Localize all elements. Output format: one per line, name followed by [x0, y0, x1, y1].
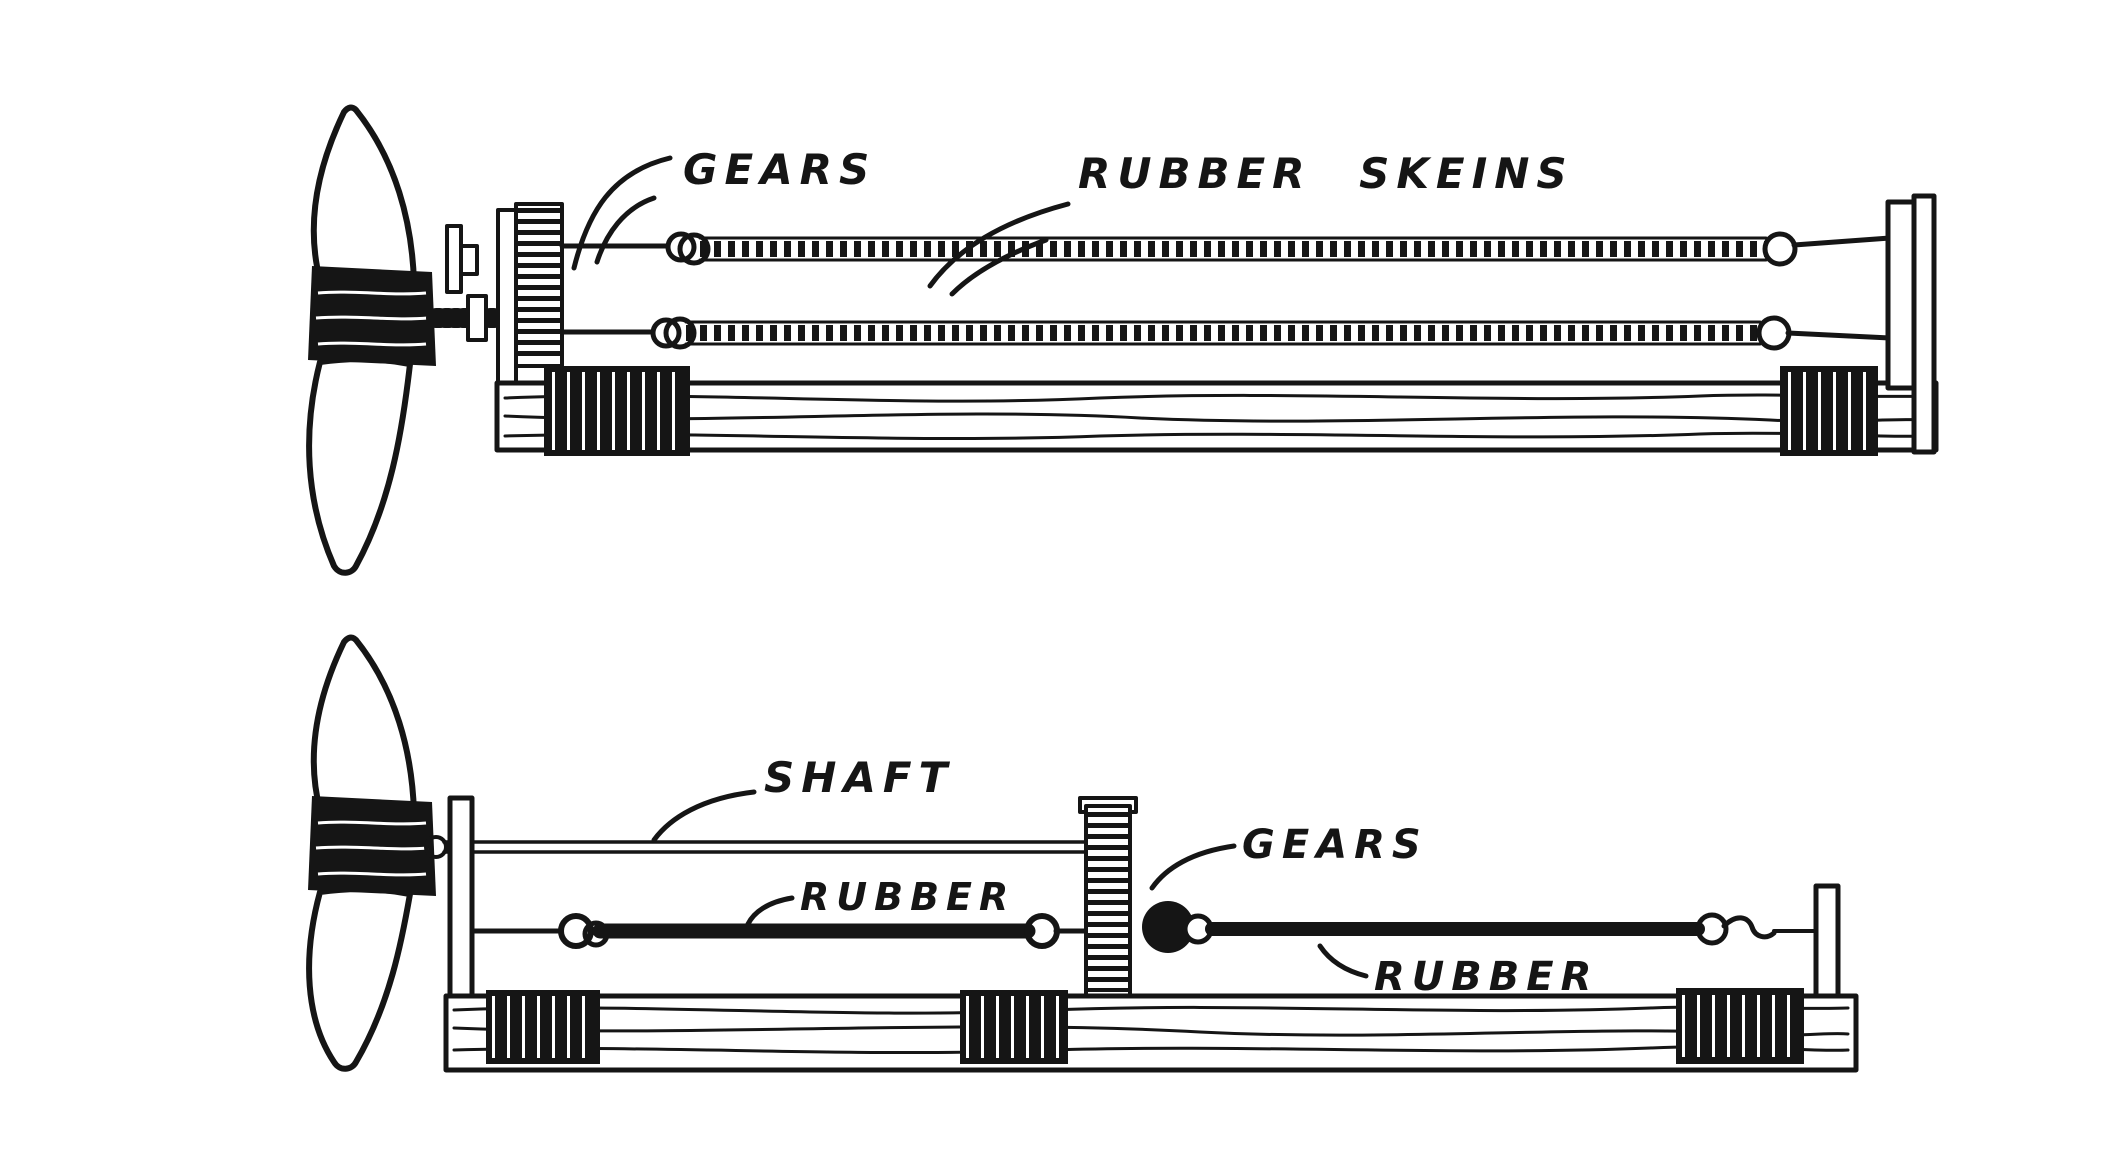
lashings-top	[544, 366, 1878, 456]
lashing-block	[1676, 988, 1804, 1064]
end-plate	[1911, 193, 1937, 455]
rear-post-top	[1885, 193, 1937, 455]
skein-left-loop	[677, 232, 711, 266]
rubber-skein-lower	[663, 315, 1893, 351]
label-gears-top: GEARS	[683, 145, 876, 194]
rear-post	[1813, 883, 1841, 1007]
propeller-blade-upper	[310, 104, 417, 288]
labels-bottom: SHAFT RUBBER GEARS RUBBER	[651, 753, 1598, 1000]
leader-line-rubber-rear	[1317, 943, 1369, 979]
gear-hooks-top	[559, 231, 697, 349]
top-assembly: GEARS RUBBER SKEINS	[306, 104, 1939, 576]
shaft-nut	[466, 294, 488, 342]
lashing-block	[1780, 366, 1878, 456]
skein-right-loop	[1756, 315, 1792, 351]
rear-hook-wire	[1791, 235, 1893, 248]
bearing-plate	[496, 208, 518, 386]
label-gears-bottom: GEARS	[1242, 822, 1428, 868]
gear-stack-bottom	[1078, 796, 1194, 1000]
rubber-band-rear	[1182, 912, 1818, 946]
label-rubber-front: RUBBER	[800, 875, 1015, 919]
propeller-blade-lower	[306, 356, 413, 576]
band-right-loop	[1695, 912, 1729, 946]
hub-texture	[315, 845, 429, 851]
shaft-hook	[424, 835, 448, 859]
rubber-band-front	[469, 913, 1091, 949]
hub-texture	[317, 341, 427, 347]
leader-line-gears-bottom	[1149, 843, 1237, 891]
leader-line-rubber-front	[745, 895, 795, 927]
band-left-loop	[558, 913, 594, 949]
hub-texture	[317, 820, 427, 826]
hub-texture	[317, 290, 427, 296]
winder-bolt	[445, 224, 463, 294]
propeller-blade-upper	[310, 634, 417, 818]
bottom-assembly: SHAFT RUBBER GEARS RUBBER	[306, 634, 1859, 1073]
drive-shaft	[424, 835, 1090, 859]
lashings-bottom	[486, 988, 1804, 1064]
label-rubber-skeins: RUBBER SKEINS	[1078, 149, 1574, 198]
propeller-blade-lower	[306, 886, 413, 1072]
leader-line-gears	[571, 155, 673, 271]
label-shaft: SHAFT	[764, 753, 954, 802]
prop-shaft-top	[426, 224, 508, 342]
lashing-block	[486, 990, 600, 1064]
motor-stick	[494, 380, 1939, 453]
skein-left-loop	[663, 316, 697, 350]
bevel-gear	[1142, 901, 1194, 953]
skein-right-loop	[1762, 231, 1798, 267]
leader-line-skeins	[949, 237, 1049, 297]
label-rubber-rear: RUBBER	[1374, 954, 1598, 1000]
labels-top: GEARS RUBBER SKEINS	[571, 145, 1574, 297]
gear-stack-top	[496, 202, 564, 386]
wood-grain	[503, 393, 1930, 403]
propeller-top	[306, 104, 436, 576]
leader-line-gears	[594, 195, 657, 265]
rubber-skein-upper	[677, 231, 1893, 267]
propeller-bottom	[306, 634, 436, 1072]
leader-line-skeins	[927, 201, 1071, 289]
base-plank	[443, 993, 1859, 1073]
hub-texture	[315, 315, 429, 321]
front-post	[447, 795, 475, 1001]
lower-hook-loop	[650, 317, 682, 349]
stick-outline	[494, 380, 1939, 453]
leader-line-shaft	[651, 789, 757, 843]
winder-washer	[459, 244, 479, 276]
upper-hook-loop	[665, 231, 697, 263]
rear-hook-wire	[1785, 330, 1893, 341]
rear-post	[1885, 199, 1917, 391]
s-hook	[1721, 915, 1777, 940]
lashing-block	[544, 366, 690, 456]
hub-texture	[317, 871, 427, 877]
